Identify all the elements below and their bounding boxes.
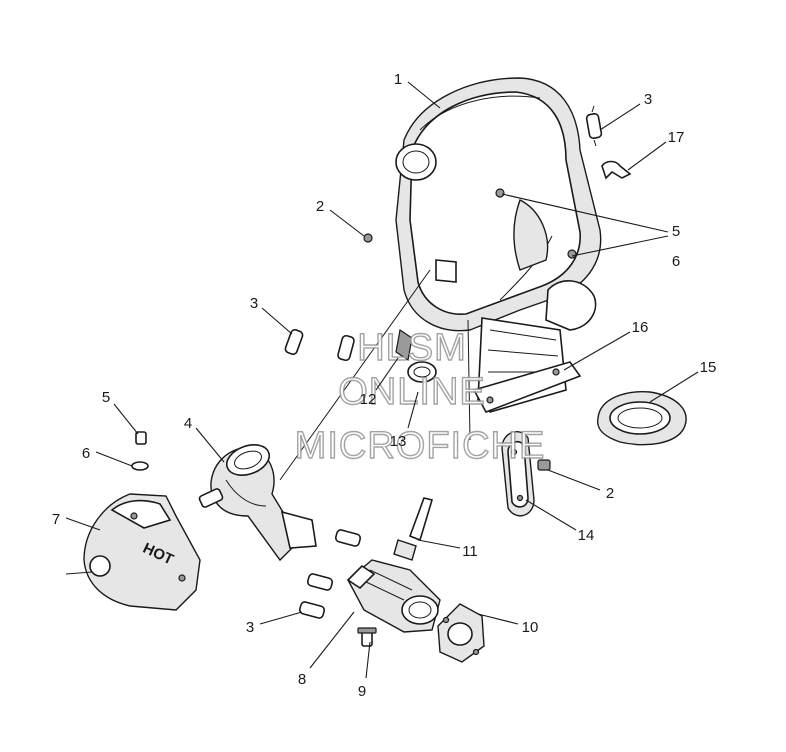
callout-leader-c7 bbox=[65, 517, 101, 531]
seal-part-14 bbox=[501, 430, 535, 517]
bolt-part-9 bbox=[357, 627, 377, 647]
callout-number-c4: 4 bbox=[184, 415, 192, 432]
callout-number-c14: 14 bbox=[578, 527, 595, 544]
callout-leader-c10 bbox=[477, 613, 519, 625]
spring-part-middle bbox=[298, 529, 362, 619]
spring-part-12 bbox=[337, 328, 413, 362]
callout-leader-c8 bbox=[309, 611, 355, 669]
muffler-part bbox=[395, 77, 602, 413]
washer-part-6 bbox=[131, 461, 149, 471]
clamp-part-13 bbox=[407, 361, 437, 383]
callout-number-c2b: 2 bbox=[606, 485, 614, 502]
gasket-part-10 bbox=[437, 603, 485, 663]
callout-number-c9: 9 bbox=[358, 683, 366, 700]
callout-number-c8: 8 bbox=[298, 671, 306, 688]
callout-number-c3a: 3 bbox=[644, 91, 652, 108]
callout-leader-c16 bbox=[563, 331, 631, 371]
callout-number-c13: 13 bbox=[390, 433, 407, 450]
callout-leader-c11 bbox=[417, 539, 461, 549]
callout-leader-c2a bbox=[329, 209, 365, 237]
callout-number-c7: 7 bbox=[52, 511, 60, 528]
callout-leader-c9 bbox=[365, 641, 371, 679]
callout-leader-c1 bbox=[407, 81, 441, 109]
watermark: HLSM ONLINE MICROFICHE bbox=[294, 326, 546, 467]
callout-leader-c14 bbox=[525, 499, 577, 531]
callout-number-c12: 12 bbox=[360, 391, 377, 408]
sensor-part-11 bbox=[393, 497, 434, 561]
callout-leader-c4 bbox=[195, 427, 225, 463]
callout-number-c15: 15 bbox=[700, 359, 717, 376]
callout-number-c5b: 5 bbox=[102, 389, 110, 406]
spring-part-left bbox=[284, 328, 304, 356]
gasket-part-15 bbox=[596, 391, 687, 446]
callout-number-c3c: 3 bbox=[246, 619, 254, 636]
callout-leader-c2b bbox=[547, 469, 601, 491]
callout-leader-c15 bbox=[649, 371, 699, 403]
bracket-part-16 bbox=[472, 361, 582, 413]
callout-leader-c6b bbox=[95, 451, 133, 467]
watermark-line-3: MICROFICHE bbox=[295, 425, 546, 467]
callout-number-c6a: 6 bbox=[672, 253, 680, 270]
callout-leader-c3c bbox=[259, 611, 303, 625]
bolt-part-5 bbox=[135, 431, 147, 445]
watermark-line-2: ONLINE bbox=[338, 371, 485, 413]
exhaust-pipe-part-4 bbox=[198, 444, 317, 562]
callout-number-c5a: 5 bbox=[672, 223, 680, 240]
callout-leader-c5a bbox=[501, 193, 669, 233]
heat-shield-part-7: HOT bbox=[65, 493, 201, 611]
callout-leader-c5b bbox=[113, 403, 139, 435]
callout-leader-c13 bbox=[407, 391, 419, 429]
callout-number-c6b: 6 bbox=[82, 445, 90, 462]
callout-number-c17: 17 bbox=[668, 129, 685, 146]
callout-number-c1: 1 bbox=[394, 71, 402, 88]
callout-leader-c12 bbox=[375, 357, 399, 391]
callout-leader-c6a bbox=[571, 235, 669, 257]
nut-part-lower bbox=[537, 459, 551, 471]
callout-leader-c17 bbox=[627, 141, 667, 171]
callout-number-c2a: 2 bbox=[316, 198, 324, 215]
bracket-part-17 bbox=[601, 160, 632, 180]
callout-number-c3b: 3 bbox=[250, 295, 258, 312]
callout-number-c11: 11 bbox=[462, 543, 478, 560]
nut-part-upper bbox=[363, 233, 373, 243]
spring-part-top bbox=[585, 105, 603, 147]
callout-leader-c3b bbox=[261, 307, 293, 335]
callout-number-c10: 10 bbox=[522, 619, 539, 636]
callout-number-c16: 16 bbox=[632, 319, 649, 336]
watermark-line-1: HLSM bbox=[357, 327, 467, 369]
callout-leader-c3a bbox=[599, 103, 641, 131]
manifold-part-8 bbox=[346, 559, 441, 633]
